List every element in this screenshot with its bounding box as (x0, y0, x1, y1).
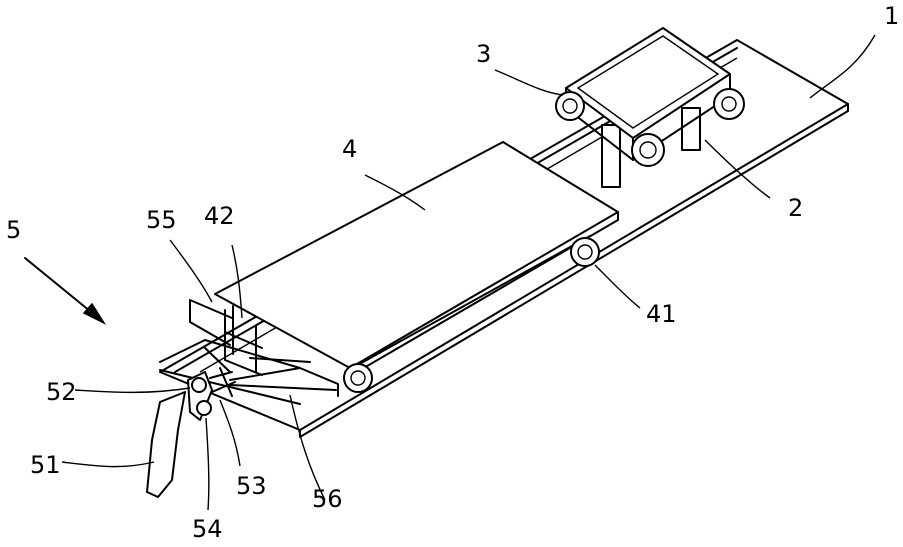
platform-roller-41 (571, 238, 599, 266)
cart-wheel (714, 89, 744, 119)
assembly-arrow (25, 258, 104, 323)
pivot-upper (192, 378, 206, 392)
platform-roller (344, 364, 372, 392)
pedal-linkage (147, 368, 235, 497)
label-platform-frame: 42 (204, 202, 235, 230)
label-pivot-lower: 54 (192, 515, 223, 543)
label-pivot-upper: 52 (46, 378, 77, 406)
label-rail: 1 (884, 2, 899, 30)
label-assembly: 5 (6, 216, 21, 244)
label-support: 2 (788, 194, 803, 222)
cart-wheel (556, 92, 584, 120)
label-cart: 3 (476, 40, 491, 68)
pivot-lower (197, 401, 211, 415)
cart-wheel (632, 134, 664, 166)
cart-leg-left (602, 125, 620, 187)
label-platform: 4 (342, 135, 357, 163)
label-guide-frame: 55 (146, 206, 177, 234)
label-pedal: 51 (30, 451, 61, 479)
label-platform-roller: 41 (646, 300, 677, 328)
label-lower-bar: 56 (312, 485, 343, 513)
cart-leg-right (682, 108, 700, 150)
pedal (147, 392, 185, 497)
label-linkage: 53 (236, 472, 267, 500)
